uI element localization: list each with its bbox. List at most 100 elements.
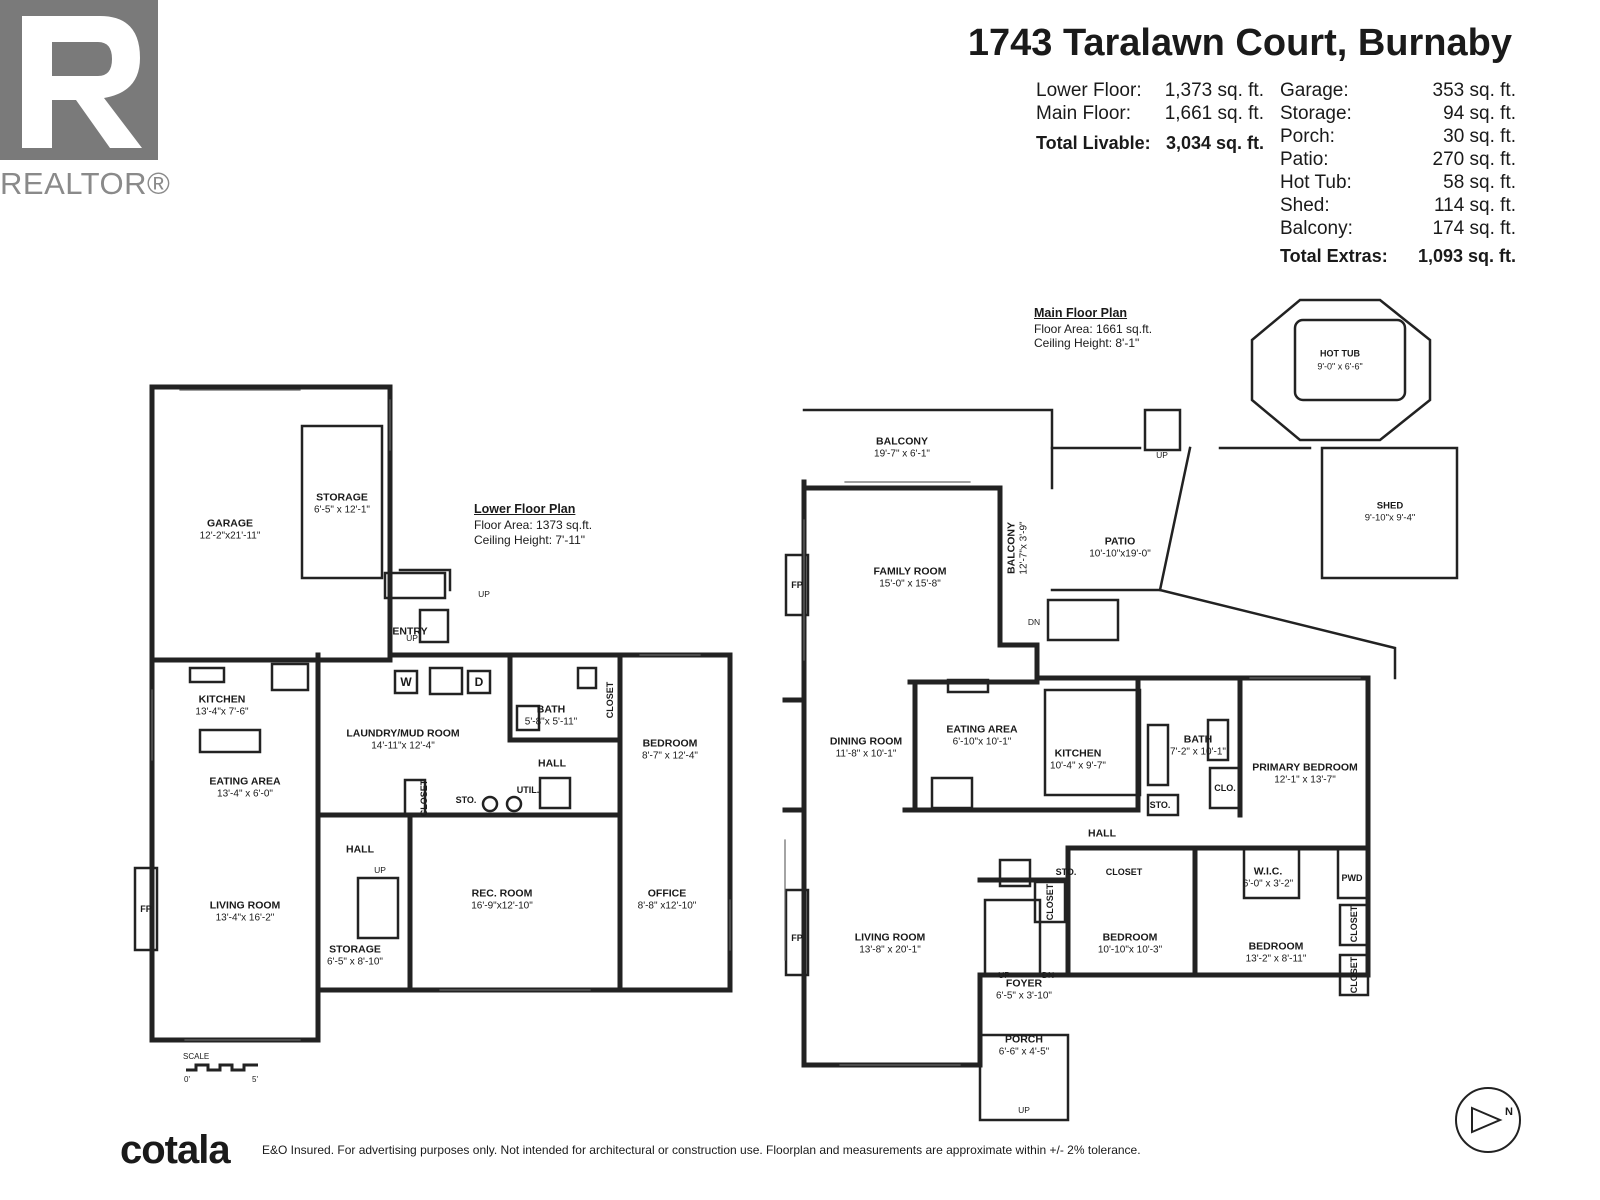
room-name: HALL	[1088, 827, 1116, 840]
room-dim: 13'-2" x 8'-11"	[1245, 953, 1307, 965]
area-label: Total Extras:	[1280, 246, 1388, 266]
area-row-storage: Storage: 94 sq. ft.	[1280, 103, 1518, 125]
area-row-shed: Shed: 114 sq. ft.	[1280, 195, 1518, 217]
realtor-r-mark	[0, 0, 158, 160]
room-name: KITCHEN	[198, 693, 246, 706]
area-label: Shed:	[1280, 195, 1330, 216]
area-label: Storage:	[1280, 103, 1352, 124]
room-hall-lower-2: HALL	[346, 844, 374, 857]
fireplace-label-main-1: FP	[791, 580, 803, 590]
room-balcony-side: BALCONY 12'-7"x 3'-9"	[1006, 521, 1031, 574]
up-label-lower-1: UP	[478, 589, 490, 599]
washer-label: W	[400, 675, 412, 689]
room-dim: 12'-7"x 3'-9"	[1018, 521, 1030, 575]
room-dim: 10'-10"x 10'-3"	[1097, 944, 1163, 956]
main-floor-windows	[784, 481, 1361, 1066]
north-label: N	[1505, 1106, 1513, 1118]
room-name: ENTRY	[392, 625, 428, 638]
scale-bar	[186, 1063, 258, 1072]
room-name: REC. ROOM	[471, 887, 533, 900]
fireplace-label-lower: FP	[140, 904, 152, 914]
room-wic: W.I.C.6'-0" x 3'-2"	[1243, 866, 1293, 891]
room-name: HALL	[346, 843, 374, 856]
room-dim: 19'-7" x 6'-1"	[874, 448, 930, 460]
room-name: SHED	[1376, 500, 1404, 512]
room-dim: 10'-10"x19'-0"	[1089, 548, 1151, 560]
area-value: 30 sq. ft.	[1443, 126, 1516, 147]
room-dim: 6'-0" x 3'-2"	[1242, 878, 1294, 890]
lower-plan-title: Lower Floor Plan	[474, 502, 576, 516]
room-dim: 6'-5" x 8'-10"	[327, 956, 383, 968]
room-dim: 14'-11"x 12'-4"	[371, 740, 435, 752]
room-hall-main: HALL	[1088, 828, 1116, 841]
room-name: KITCHEN	[1054, 747, 1102, 760]
room-name: STORAGE	[329, 943, 381, 956]
room-dim: 11'-8" x 10'-1"	[835, 748, 897, 760]
up-label-main-3: UP	[1018, 1105, 1030, 1115]
pwd-label-main: PWD	[1341, 873, 1363, 883]
area-row-patio: Patio: 270 sq. ft.	[1280, 149, 1518, 171]
area-value: 270 sq. ft.	[1432, 149, 1516, 170]
up-label-lower-2: UP	[406, 633, 418, 643]
room-name: BATH	[1183, 733, 1213, 746]
area-label: Total Livable:	[1036, 133, 1151, 153]
area-value: 1,093 sq. ft.	[1417, 246, 1516, 266]
closet-label-main-bed-1: CLOSET	[1349, 905, 1359, 943]
room-dim: 6'-5" x 12'-1"	[314, 504, 370, 516]
area-row-garage: Garage: 353 sq. ft.	[1280, 80, 1518, 102]
realtor-logo: REALTOR®	[0, 0, 190, 215]
up-label-main-2: UP	[998, 970, 1010, 980]
room-dim: 6'-5" x 3'-10"	[996, 990, 1052, 1002]
dn-label-main-1: DN	[1041, 970, 1055, 980]
room-dim: 9'-10"x 9'-4"	[1364, 512, 1416, 524]
area-value: 58 sq. ft.	[1443, 172, 1516, 193]
closet-label-main-bed-2: CLOSET	[1349, 956, 1359, 994]
dn-label-main-2: DN	[1027, 617, 1041, 627]
cotala-logo: cotala	[120, 1128, 231, 1172]
scale-five-label: 5'	[252, 1075, 258, 1084]
area-value: 353 sq. ft.	[1432, 80, 1516, 101]
room-hall-lower-1: HALL	[538, 758, 566, 771]
room-name: HALL	[538, 757, 566, 770]
up-label-lower-3: UP	[374, 865, 386, 875]
room-dim: 8'-7" x 12'-4"	[642, 750, 698, 762]
closet-label-lower-1: CLOSET	[605, 681, 615, 719]
room-name: W.I.C.	[1253, 865, 1283, 878]
area-value: 114 sq. ft.	[1433, 195, 1516, 216]
area-row-hot-tub: Hot Tub: 58 sq. ft.	[1280, 172, 1518, 194]
room-name: PRIMARY BEDROOM	[1252, 761, 1358, 774]
main-plan-title: Main Floor Plan	[1034, 306, 1128, 320]
area-label: Garage:	[1280, 80, 1349, 101]
room-name: LIVING ROOM	[854, 931, 926, 944]
room-name: GARAGE	[206, 517, 254, 530]
room-name: BATH	[536, 703, 566, 716]
closet-label-main-foyer: CLOSET	[1045, 883, 1055, 921]
area-label: Main Floor:	[1036, 103, 1132, 124]
closet-label-main-hall: CLOSET	[1105, 867, 1143, 877]
area-row-balcony: Balcony: 174 sq. ft.	[1280, 218, 1518, 240]
property-address: 1743 Taralawn Court, Burnaby	[967, 22, 1512, 64]
area-row-total-livable: Total Livable: 3,034 sq. ft.	[1036, 133, 1266, 155]
